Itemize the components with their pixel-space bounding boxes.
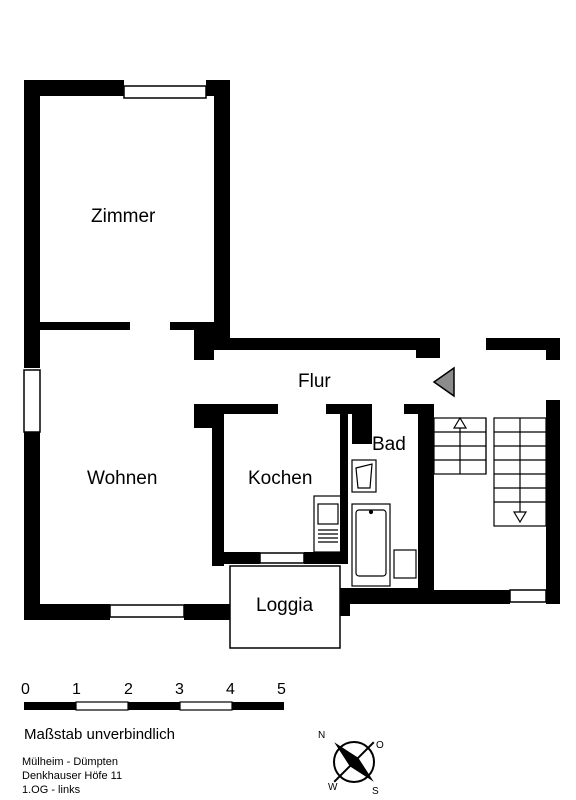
scale-tick-3: 3 bbox=[175, 681, 184, 698]
room-label-zimmer: Zimmer bbox=[91, 206, 156, 227]
wall-kochen-left bbox=[212, 404, 224, 566]
room-label-kochen: Kochen bbox=[248, 468, 312, 489]
wall-loggia-right bbox=[340, 590, 350, 616]
wall-left-lower bbox=[24, 432, 40, 620]
kitchen-fixtures bbox=[313, 495, 343, 553]
compass-icon: N O S W bbox=[318, 730, 384, 797]
scale-tick-1: 1 bbox=[72, 681, 81, 698]
wall-kochen-left-stub bbox=[194, 404, 214, 428]
wall-bad-bottom bbox=[340, 588, 434, 604]
wall-flur-top-stub bbox=[416, 338, 440, 358]
stair-up-arrow bbox=[452, 416, 468, 429]
wall-bad-top-left-stub bbox=[352, 404, 372, 444]
window-left-frame bbox=[23, 369, 41, 433]
exterior-walls bbox=[23, 80, 560, 649]
wall-stairs-right bbox=[546, 400, 560, 604]
scale-disclaimer: Maßstab unverbindlich bbox=[24, 726, 175, 743]
scale-tick-5: 5 bbox=[277, 681, 286, 698]
scale-tick-2: 2 bbox=[124, 681, 133, 698]
wall-left bbox=[24, 80, 40, 368]
compass-o: O bbox=[376, 740, 384, 751]
room-label-bad: Bad bbox=[372, 434, 406, 455]
room-label-loggia: Loggia bbox=[256, 595, 313, 616]
wall-zimmer-wohnen-left bbox=[40, 322, 130, 330]
wall-kochen-bottom-right bbox=[304, 552, 348, 564]
wall-stairs-bottom-left bbox=[418, 590, 510, 604]
staircase bbox=[433, 416, 547, 527]
stove bbox=[313, 495, 343, 553]
wall-flur-top-right-stub bbox=[546, 338, 560, 360]
loggia-outline bbox=[229, 565, 341, 649]
wall-bad-right bbox=[418, 404, 434, 590]
wall-zimmer-right bbox=[214, 80, 230, 342]
wall-top-zimmer-left bbox=[24, 80, 124, 96]
room-label-wohnen: Wohnen bbox=[87, 468, 157, 489]
scale-bar: 0 1 2 3 4 5 bbox=[21, 681, 286, 711]
scale-tick-4: 4 bbox=[226, 681, 235, 698]
wall-kochen-top-right bbox=[326, 404, 372, 414]
wall-flur-top-right bbox=[486, 338, 560, 350]
toilet bbox=[393, 549, 417, 579]
scale-tick-0: 0 bbox=[21, 681, 30, 698]
address-line-2: Denkhauser Höfe 11 bbox=[22, 770, 123, 782]
address-line-1: Mülheim - Dümpten bbox=[22, 756, 118, 768]
window-wohnen-frame bbox=[109, 604, 185, 618]
wall-flur-top bbox=[214, 338, 440, 350]
wall-kochen-right bbox=[340, 404, 348, 564]
room-label-flur: Flur bbox=[298, 371, 331, 392]
window-stairs-frame bbox=[509, 589, 547, 603]
wall-kochen-bottom-left bbox=[212, 552, 260, 564]
entry-marker-icon bbox=[432, 366, 455, 398]
washbasin bbox=[351, 459, 377, 493]
address-line-3: 1.OG - links bbox=[22, 784, 81, 796]
window-kochen-frame bbox=[259, 552, 305, 564]
window-zimmer-frame bbox=[123, 85, 207, 99]
compass-s: S bbox=[372, 786, 379, 797]
compass-w: W bbox=[328, 782, 338, 793]
wall-kochen-top-left bbox=[194, 404, 278, 414]
compass-n: N bbox=[318, 730, 325, 741]
bath-fixtures bbox=[351, 459, 417, 587]
wall-bottom-wohnen-right bbox=[184, 604, 232, 620]
stair-down-arrow bbox=[512, 511, 528, 524]
wall-flur-left-pillar bbox=[194, 322, 214, 360]
wall-bottom-wohnen bbox=[24, 604, 110, 620]
bathtub bbox=[351, 503, 391, 587]
